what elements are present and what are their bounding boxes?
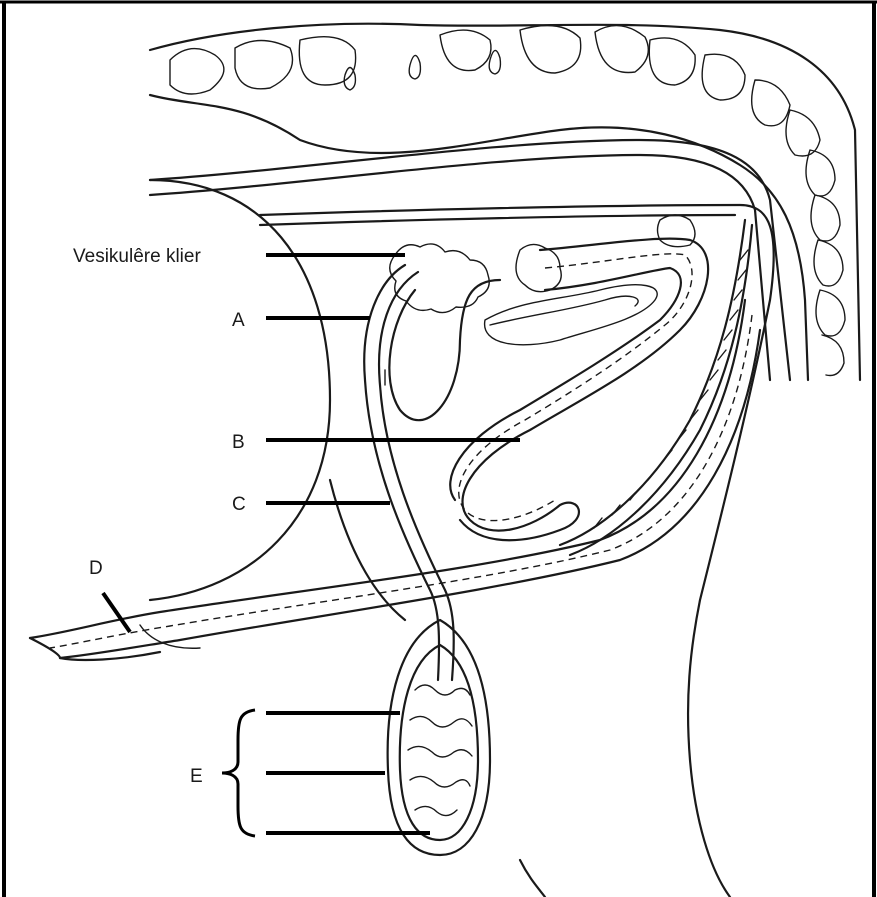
bladder [150,180,330,600]
spine [150,24,860,380]
penis-shaft [30,300,760,660]
label-c: C [232,494,246,515]
label-d: D [89,558,103,579]
label-b: B [232,432,245,453]
label-e: E [190,766,203,787]
label-a: A [232,310,245,331]
leader-d [103,593,130,632]
brace-e [222,710,255,836]
leader-lines [103,255,520,833]
label-vesicular-gland: Vesikulêre klier [73,246,201,267]
vesicular-gland [390,215,695,313]
vas-deferens [364,265,454,680]
